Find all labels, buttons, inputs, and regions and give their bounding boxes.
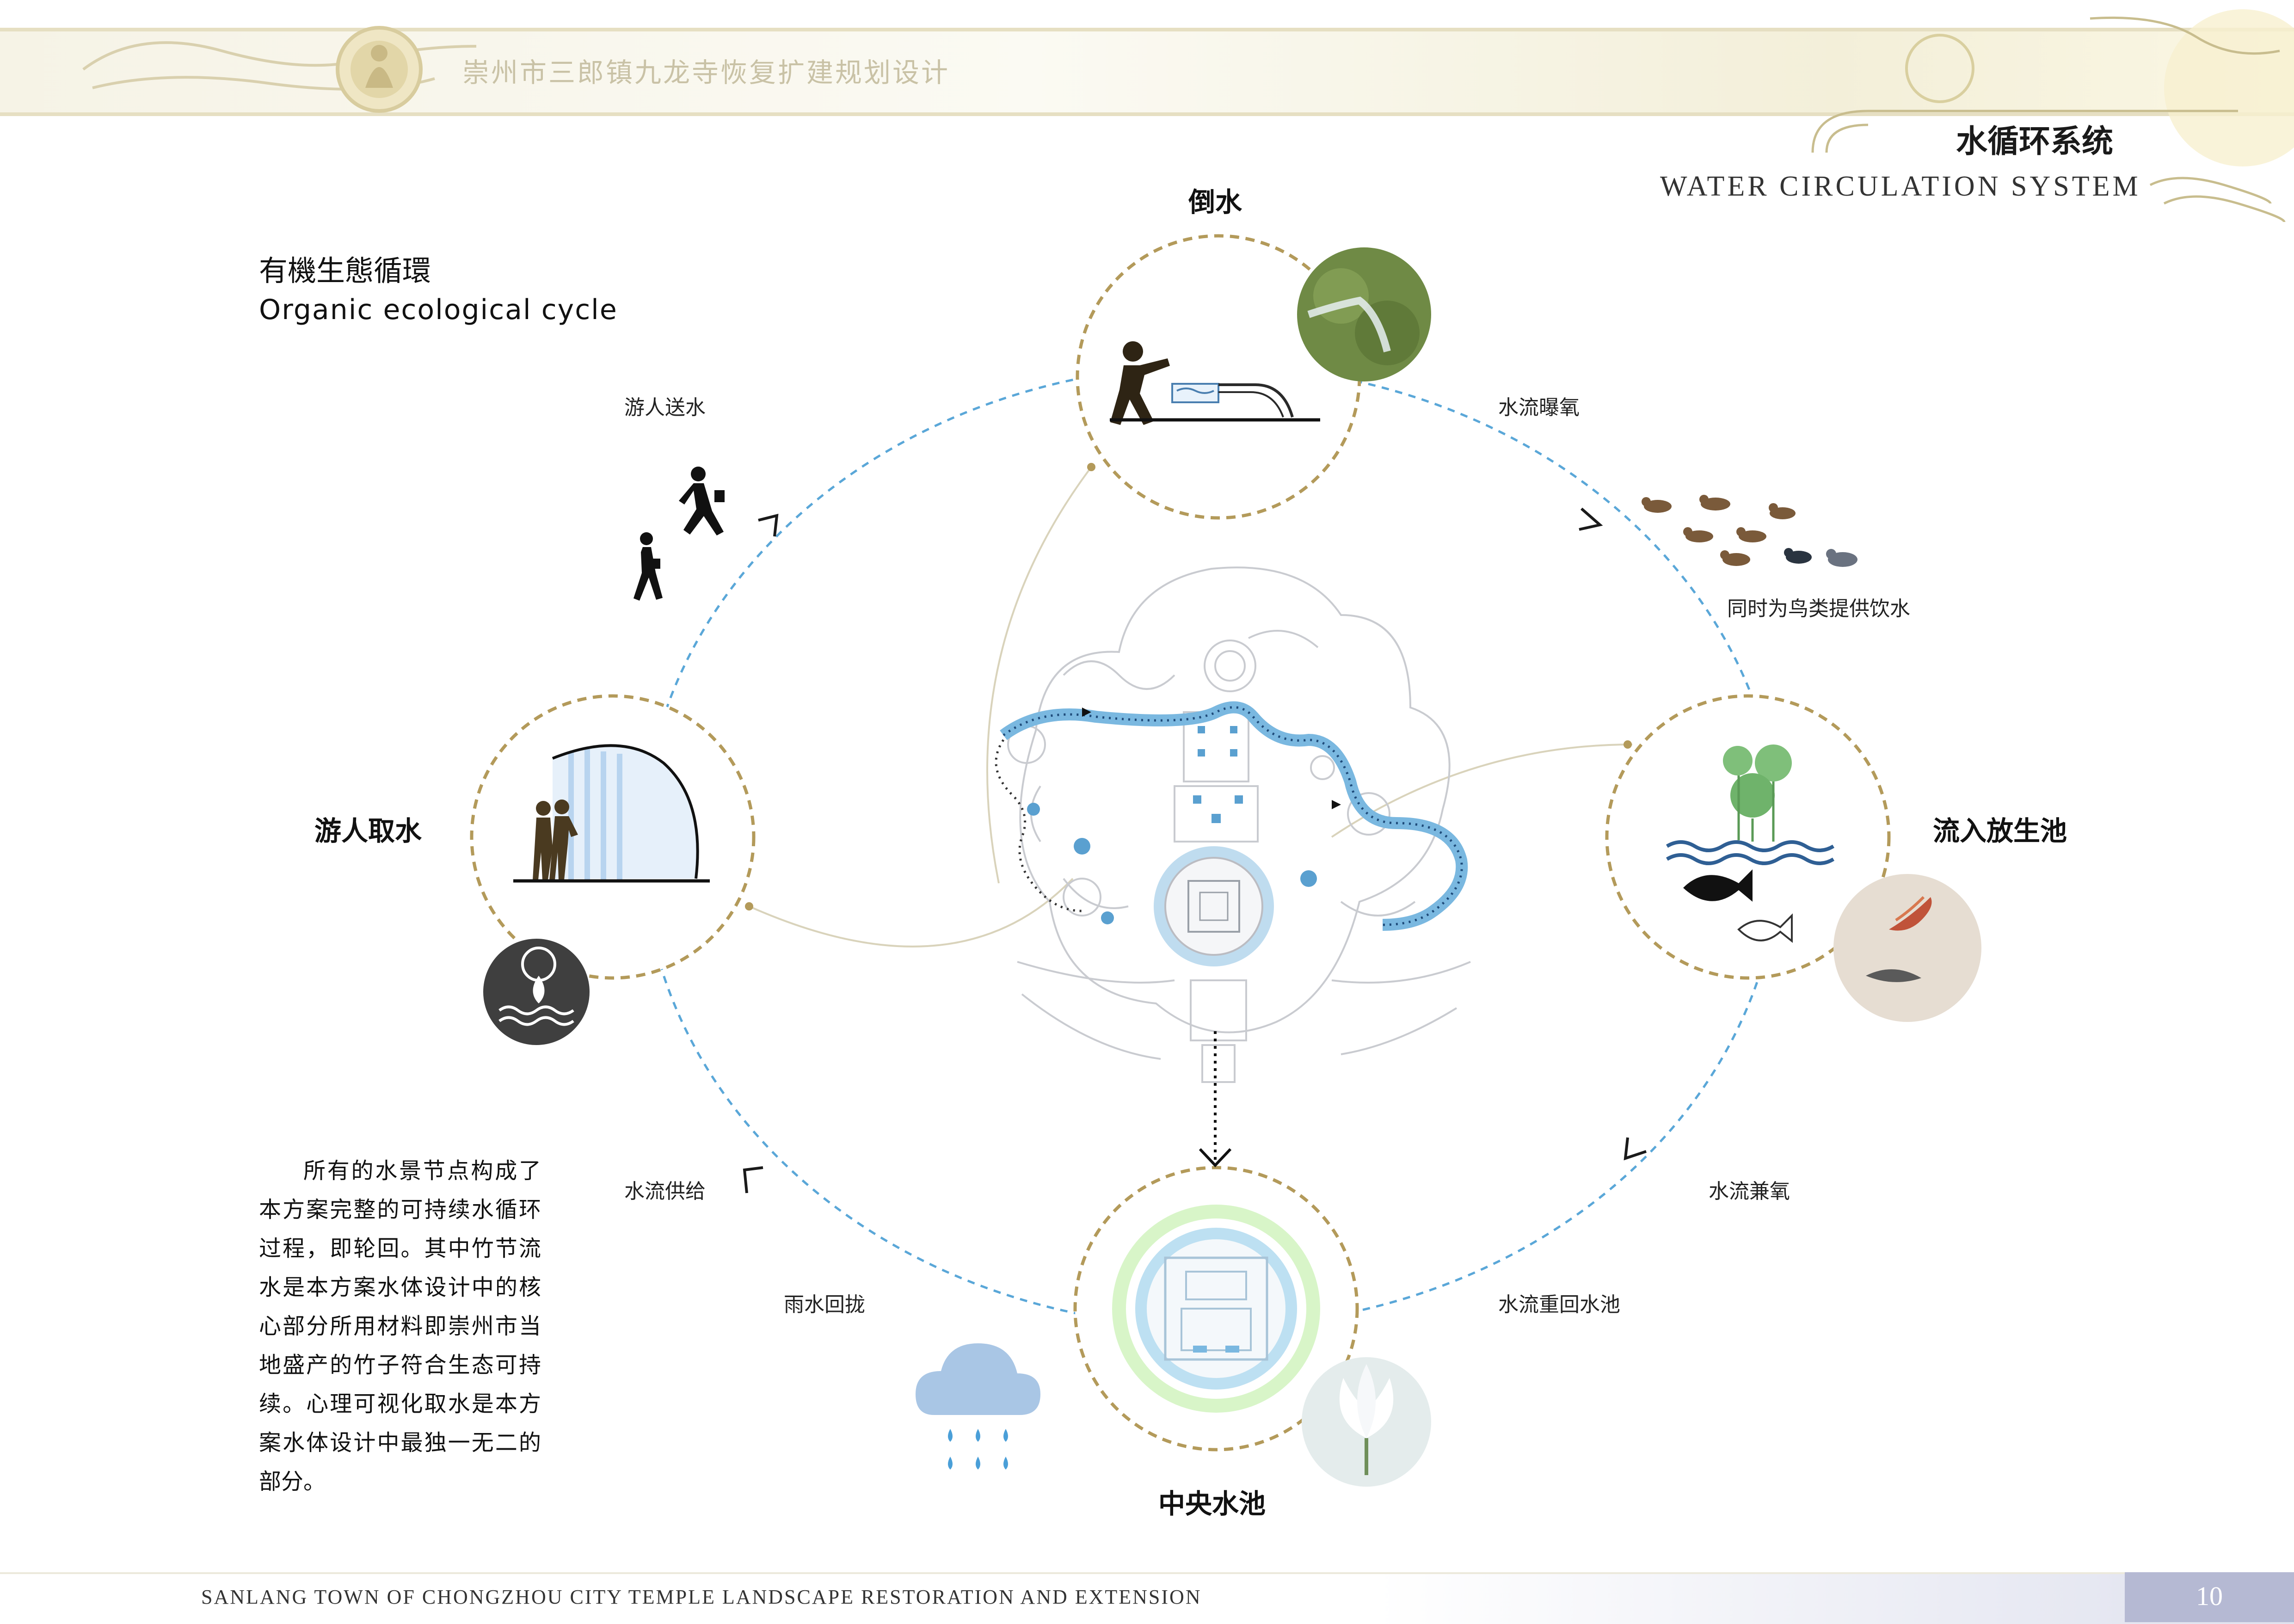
header-ornament-circle — [1905, 34, 1974, 103]
temple-plan-buildings — [1193, 726, 1243, 823]
edge-label-return-pool: 水流重回水池 — [1498, 1293, 1620, 1316]
rain-cloud-icon — [916, 1343, 1040, 1470]
node-label-bottom: 中央水池 — [1158, 1488, 1266, 1519]
wave-visitors-icon — [513, 744, 710, 883]
connector-arc-top — [986, 466, 1092, 884]
subtitle-en: Organic ecological cycle — [259, 294, 618, 326]
node-circle-right — [1605, 694, 1891, 980]
temple-emblem-icon — [336, 26, 423, 113]
page-number: 10 — [2196, 1581, 2223, 1611]
node-label-top: 倒水 — [1188, 186, 1242, 218]
node-label-left: 游人取水 — [314, 815, 422, 847]
moss-water-image-icon — [1297, 247, 1431, 381]
edge-label-aeration: 水流曝氧 — [1498, 396, 1580, 419]
edge-label-rain-collect: 雨水回拢 — [784, 1293, 865, 1316]
footer-text: SANLANG TOWN OF CHONGZHOU CITY TEMPLE LA… — [201, 1586, 1202, 1608]
subtitle-cn: 有機生態循環 — [259, 254, 431, 288]
page-number-box — [2125, 1572, 2294, 1622]
water-channel-flow — [1002, 706, 1463, 926]
plan-water-nodes — [1027, 803, 1317, 924]
description-text: 所有的水景节点构成了本方案完整的可持续水循环过程，即轮回。其中竹节流水是本方案水… — [259, 1158, 541, 1495]
header-ornament-sun — [2164, 9, 2294, 166]
birds-icon — [1642, 495, 1857, 567]
koi-image-icon — [1833, 874, 1981, 1022]
temple-plan-map — [1007, 566, 1471, 1083]
node-label-right: 流入放生池 — [1933, 815, 2067, 847]
white-lotus-icon — [1302, 1357, 1431, 1487]
dotted-flow-left — [995, 739, 1082, 912]
header-ornament-right — [1811, 16, 2286, 222]
footer-band — [0, 1572, 2294, 1624]
connector-arc-left — [749, 878, 1074, 947]
water-drop-icon — [483, 939, 590, 1045]
walking-people-icon — [633, 467, 725, 601]
edge-label-bird-water: 同时为鸟类提供饮水 — [1727, 597, 1910, 621]
section-title-cn: 水循环系统 — [1956, 123, 2114, 160]
central-pool-plan-icon — [1112, 1205, 1320, 1413]
edge-label-oxygenate: 水流兼氧 — [1709, 1180, 1790, 1203]
edge-label-visitor-send: 游人送水 — [624, 396, 706, 419]
project-title: 崇州市三郎镇九龙寺恢复扩建规划设计 — [462, 57, 950, 88]
person-pouring-icon — [1110, 341, 1320, 425]
cycle-arrows — [743, 507, 1647, 1193]
edge-label-supply: 水流供给 — [624, 1180, 706, 1203]
lotus-fish-icon — [1666, 744, 1835, 943]
section-title-en: WATER CIRCULATION SYSTEM — [1660, 171, 2141, 202]
